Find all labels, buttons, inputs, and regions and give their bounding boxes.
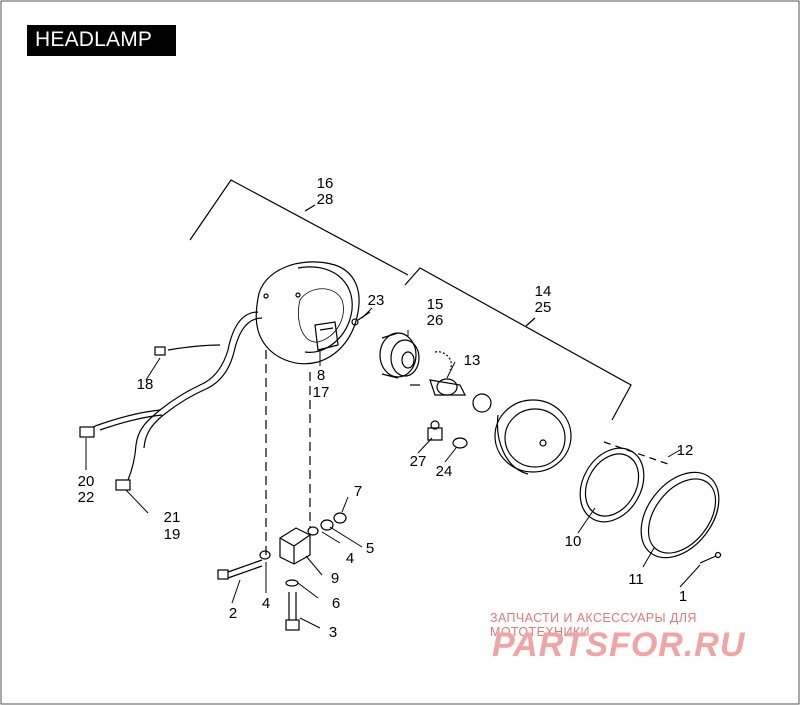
bolt-3 bbox=[285, 579, 300, 631]
screw-1 bbox=[699, 551, 722, 564]
callout-15: 15 bbox=[427, 296, 444, 313]
callout-24: 24 bbox=[436, 463, 453, 480]
leader-lines bbox=[85, 307, 701, 629]
callout-21: 21 bbox=[164, 509, 181, 526]
bulb-socket bbox=[379, 332, 420, 379]
washers bbox=[259, 512, 347, 560]
callout-4-upper: 4 bbox=[346, 550, 354, 567]
callout-23: 23 bbox=[368, 292, 385, 309]
callout-22: 22 bbox=[78, 489, 95, 506]
outer-ring bbox=[640, 471, 720, 559]
trim-ring bbox=[579, 447, 645, 523]
callout-25: 25 bbox=[535, 299, 552, 316]
lens-reflector bbox=[494, 399, 572, 475]
callout-16: 16 bbox=[317, 175, 334, 192]
mounting-block bbox=[279, 527, 311, 565]
page-title: HEADLAMP bbox=[35, 28, 153, 51]
bracket-14-25 bbox=[404, 267, 632, 421]
callout-10: 10 bbox=[565, 533, 582, 550]
callout-14: 14 bbox=[535, 283, 552, 300]
callout-8: 8 bbox=[317, 367, 325, 384]
watermark-tagline: ЗАПЧАСТИ И АКСЕССУАРЫ ДЛЯ МОТОТЕХНИКИ bbox=[490, 611, 697, 639]
callout-4-lower: 4 bbox=[262, 595, 270, 612]
callout-1: 1 bbox=[679, 588, 687, 605]
screw-23 bbox=[351, 311, 371, 326]
callout-3: 3 bbox=[329, 624, 337, 641]
position-lamp bbox=[427, 420, 468, 449]
callout-11: 11 bbox=[628, 571, 644, 588]
callout-26: 26 bbox=[427, 312, 444, 329]
callout-18: 18 bbox=[137, 376, 154, 393]
bulb bbox=[410, 351, 492, 413]
title-badge: HEADLAMP bbox=[27, 25, 176, 56]
callout-27: 27 bbox=[410, 453, 427, 470]
callout-13: 13 bbox=[464, 352, 481, 369]
headlamp-housing bbox=[255, 261, 360, 365]
callout-19: 19 bbox=[164, 526, 181, 543]
bracket-16-28 bbox=[189, 179, 409, 276]
callout-6: 6 bbox=[332, 595, 340, 612]
callout-2: 2 bbox=[229, 605, 237, 622]
callout-labels: 1 2 3 4 4 5 6 7 8 9 10 11 12 13 14 15 16… bbox=[78, 175, 694, 641]
callout-5: 5 bbox=[366, 540, 374, 557]
dash-line-ring bbox=[603, 441, 669, 465]
bolt-2 bbox=[217, 559, 263, 580]
callout-7: 7 bbox=[354, 483, 362, 500]
callout-20: 20 bbox=[78, 473, 95, 490]
wiring-harness bbox=[79, 311, 263, 491]
callout-12: 12 bbox=[677, 442, 694, 459]
callout-9: 9 bbox=[331, 570, 339, 587]
callout-17: 17 bbox=[313, 384, 330, 401]
callout-28: 28 bbox=[317, 191, 334, 208]
watermark-logo: PARTSFOR.RU bbox=[492, 626, 746, 664]
